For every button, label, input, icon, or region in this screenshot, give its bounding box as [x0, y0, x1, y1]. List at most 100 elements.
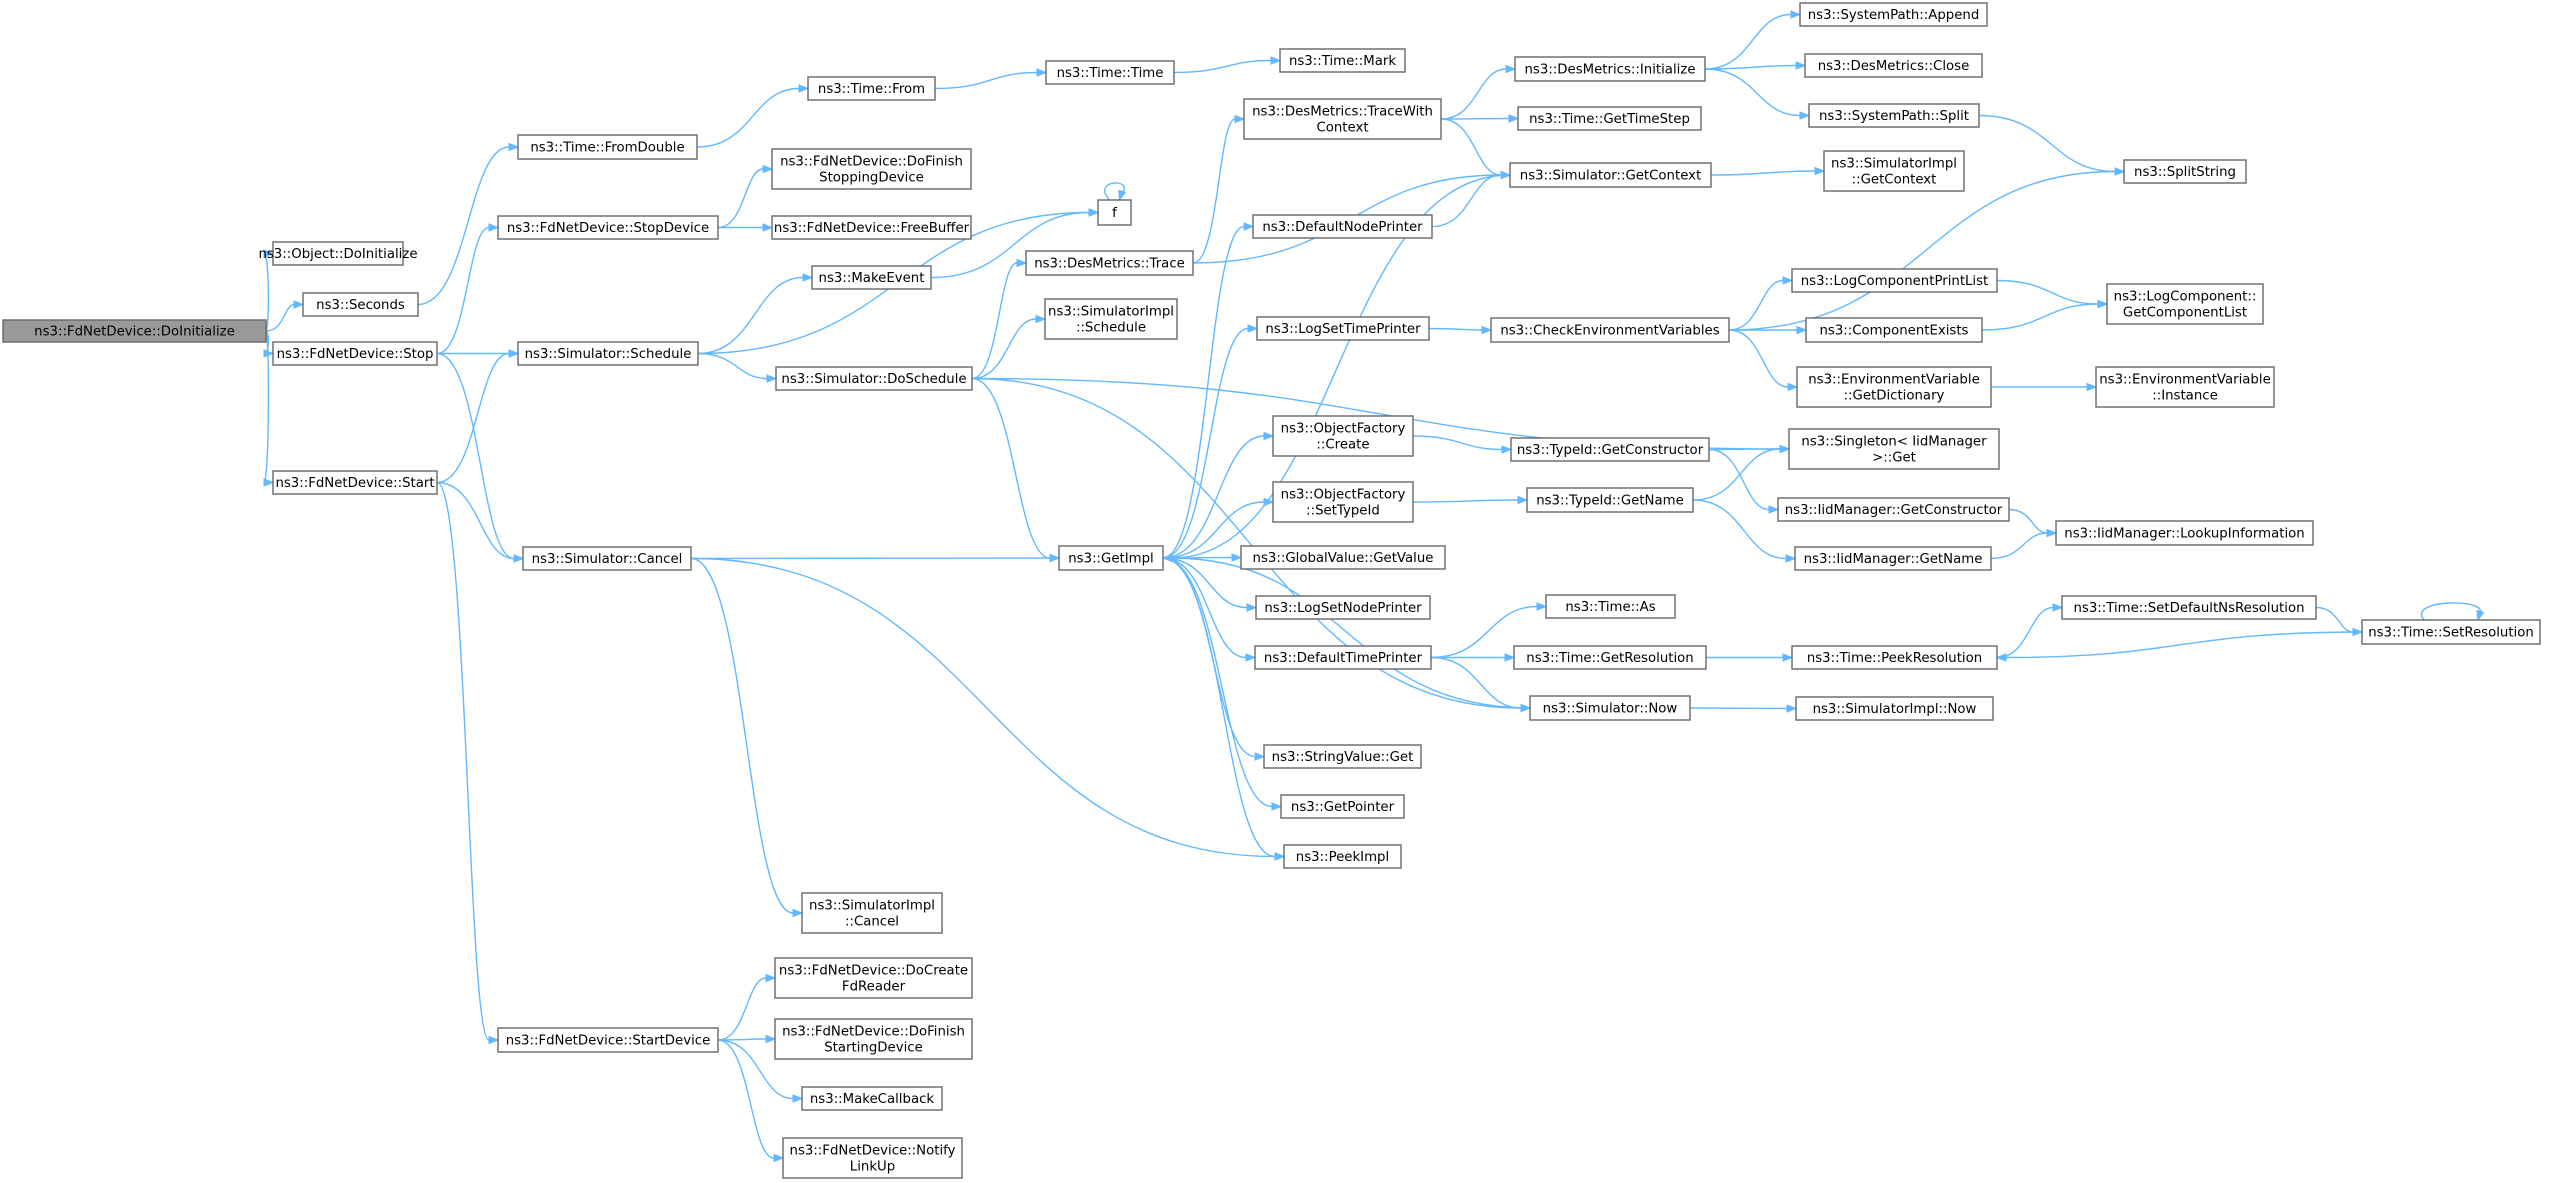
function-node-label: ns3::Time::FromDouble: [530, 141, 684, 156]
function-node-box: [2361, 619, 2541, 645]
function-node-box: [517, 134, 698, 160]
function-node-SimImplCancel[interactable]: ns3::SimulatorImpl::Cancel: [801, 892, 943, 934]
function-node-label: ns3::FdNetDevice::DoFinish: [782, 1025, 965, 1040]
function-node-LogComponentPrintList[interactable]: ns3::LogComponentPrintList: [1791, 268, 1998, 293]
function-node-Cancel[interactable]: ns3::Simulator::Cancel: [522, 546, 692, 571]
call-edge-Schedule-to-DoSchedule: [697, 352, 768, 380]
arrowhead-ObjFactoryCreate-to-TypeIdGetConstructor: [1501, 445, 1513, 454]
function-node-SimImplNow[interactable]: ns3::SimulatorImpl::Now: [1795, 696, 1994, 721]
function-node-box: [1044, 298, 1178, 340]
call-edge-TimeTime-to-TimeMark: [1173, 59, 1272, 74]
function-node-TimeSetResolution[interactable]: ns3::Time::SetResolution: [2361, 619, 2541, 645]
function-node-TimeGetResolution[interactable]: ns3::Time::GetResolution: [1513, 645, 1707, 670]
function-node-DesInitialize[interactable]: ns3::DesMetrics::Initialize: [1514, 56, 1706, 82]
function-node-EnvVarGetDictionary[interactable]: ns3::EnvironmentVariable::GetDictionary: [1796, 366, 1992, 408]
function-node-TimeGetTimeStep[interactable]: ns3::Time::GetTimeStep: [1517, 106, 1702, 131]
arrowhead-GetImpl-to-DefaultNodePrinter: [1243, 222, 1255, 231]
function-node-TimeFrom[interactable]: ns3::Time::From: [807, 76, 936, 101]
function-node-label: ns3::EnvironmentVariable: [2099, 373, 2271, 388]
arrowhead-GetImpl-to-LogSetNodePrinter: [1246, 603, 1258, 612]
function-node-SimImplGetContext[interactable]: ns3::SimulatorImpl::GetContext: [1823, 150, 1965, 192]
function-node-IidLookupInfo[interactable]: ns3::IidManager::LookupInformation: [2055, 520, 2314, 546]
function-node-StartDevice[interactable]: ns3::FdNetDevice::StartDevice: [497, 1027, 719, 1053]
function-node-LogSetTimePrinter[interactable]: ns3::LogSetTimePrinter: [1256, 316, 1430, 341]
function-node-Stop[interactable]: ns3::FdNetDevice::Stop: [272, 341, 438, 366]
function-node-StopDevice[interactable]: ns3::FdNetDevice::StopDevice: [497, 215, 719, 240]
arrowhead-Start-to-Cancel: [513, 554, 525, 563]
function-node-TypeIdGetConstructor[interactable]: ns3::TypeId::GetConstructor: [1510, 437, 1710, 462]
function-node-EnvVarInstance[interactable]: ns3::EnvironmentVariable::Instance: [2095, 366, 2275, 408]
function-node-SysPathAppend[interactable]: ns3::SystemPath::Append: [1799, 2, 1988, 27]
function-node-SimNow[interactable]: ns3::Simulator::Now: [1529, 695, 1691, 721]
function-node-LogSetNodePrinter[interactable]: ns3::LogSetNodePrinter: [1255, 595, 1431, 620]
function-node-Schedule[interactable]: ns3::Simulator::Schedule: [517, 341, 699, 366]
function-node-DesTrace[interactable]: ns3::DesMetrics::Trace: [1025, 250, 1194, 276]
function-node-GetPointer[interactable]: ns3::GetPointer: [1280, 794, 1405, 819]
arrowhead-DefaultTimePrinter-to-TimeAs: [1536, 602, 1548, 611]
function-node-GlobalValueGetValue[interactable]: ns3::GlobalValue::GetValue: [1240, 545, 1446, 570]
function-node-label: ns3::PeekImpl: [1296, 850, 1389, 865]
function-node-ObjFactorySetTypeId[interactable]: ns3::ObjectFactory::SetTypeId: [1272, 481, 1414, 523]
function-node-SimImplSchedule[interactable]: ns3::SimulatorImpl::Schedule: [1044, 298, 1178, 340]
function-node-box: [1097, 199, 1132, 226]
function-node-Start[interactable]: ns3::FdNetDevice::Start: [272, 470, 438, 495]
function-node-label: ns3::LogSetNodePrinter: [1264, 601, 1422, 616]
function-node-ObjFactoryCreate[interactable]: ns3::ObjectFactory::Create: [1272, 415, 1414, 457]
arrowhead-SimNow-to-SimImplNow: [1786, 704, 1798, 713]
function-node-PeekImpl[interactable]: ns3::PeekImpl: [1283, 844, 1402, 869]
function-node-DoInitialize[interactable]: ns3::FdNetDevice::DoInitialize: [2, 319, 267, 343]
function-node-FromDouble[interactable]: ns3::Time::FromDouble: [517, 134, 698, 160]
function-node-label: ns3::Simulator::DoSchedule: [781, 372, 966, 387]
function-node-LogCompGetList[interactable]: ns3::LogComponent::GetComponentList: [2106, 283, 2264, 325]
arrowhead-IidGetName-to-IidLookupInfo: [2046, 528, 2058, 538]
function-node-box: [811, 265, 932, 290]
function-node-TimeSetDefaultNsRes[interactable]: ns3::Time::SetDefaultNsResolution: [2061, 595, 2317, 620]
arrowhead-SimNow-to-GetImpl: [1161, 553, 1173, 563]
function-node-MakeEvent[interactable]: ns3::MakeEvent: [811, 265, 932, 290]
call-edge-IidGetName-to-IidLookupInfo: [1990, 532, 2048, 560]
function-node-GetImpl[interactable]: ns3::GetImpl: [1058, 545, 1164, 571]
function-node-label: LinkUp: [850, 1160, 895, 1175]
function-node-DefaultTimePrinter[interactable]: ns3::DefaultTimePrinter: [1254, 645, 1432, 670]
function-node-box: [1256, 316, 1430, 341]
call-edge-DesInitialize-to-DesClose: [1704, 64, 1797, 70]
function-node-TimeAs[interactable]: ns3::Time::As: [1545, 594, 1676, 619]
function-node-Seconds[interactable]: ns3::Seconds: [302, 292, 419, 317]
call-edge-GetImpl-to-PeekImpl: [1162, 557, 1276, 858]
arrowhead-TypeIdGetName-to-SingletonGet: [1779, 444, 1791, 454]
function-node-SysPathSplit[interactable]: ns3::SystemPath::Split: [1808, 103, 1980, 128]
function-node-MakeCallback[interactable]: ns3::MakeCallback: [801, 1086, 943, 1111]
function-node-box: [1490, 317, 1730, 343]
function-node-DefaultNodePrinter[interactable]: ns3::DefaultNodePrinter: [1252, 214, 1433, 239]
function-node-box: [272, 341, 438, 366]
function-node-StringValueGet[interactable]: ns3::StringValue::Get: [1263, 744, 1422, 769]
function-node-DoSchedule[interactable]: ns3::Simulator::DoSchedule: [775, 366, 973, 391]
function-node-SimGetContext[interactable]: ns3::Simulator::GetContext: [1509, 162, 1712, 188]
call-edge-DesInitialize-to-SysPathSplit: [1704, 68, 1801, 117]
call-edge-DefaultTimePrinter-to-TimeAs: [1430, 605, 1538, 659]
function-node-TimeMark[interactable]: ns3::Time::Mark: [1279, 48, 1406, 73]
function-node-label: ns3::DesMetrics::Close: [1818, 59, 1970, 74]
function-node-SplitString[interactable]: ns3::SplitString: [2123, 159, 2247, 184]
function-node-IidGetName[interactable]: ns3::IidManager::GetName: [1794, 546, 1992, 571]
function-node-ObjectDoInit[interactable]: ns3::Object::DoInitialize: [258, 241, 418, 266]
function-node-TimeTime[interactable]: ns3::Time::Time: [1045, 60, 1175, 85]
function-node-TimePeekResolution[interactable]: ns3::Time::PeekResolution: [1791, 645, 1998, 670]
function-node-IidGetConstructor[interactable]: ns3::IidManager::GetConstructor: [1777, 497, 2010, 522]
function-node-TypeIdGetName[interactable]: ns3::TypeId::GetName: [1526, 487, 1694, 513]
function-node-CheckEnvVars[interactable]: ns3::CheckEnvironmentVariables: [1490, 317, 1730, 343]
function-node-f[interactable]: f: [1097, 199, 1132, 226]
function-node-label: ns3::DesMetrics::Initialize: [1525, 63, 1696, 78]
function-node-SingletonGet[interactable]: ns3::Singleton< IidManager>::Get: [1788, 428, 2000, 470]
call-edge-GetImpl-to-ObjFactoryCreate: [1162, 435, 1265, 559]
function-node-FreeBuffer[interactable]: ns3::FdNetDevice::FreeBuffer: [771, 215, 972, 240]
function-node-ComponentExists[interactable]: ns3::ComponentExists: [1805, 317, 1983, 343]
function-node-DesClose[interactable]: ns3::DesMetrics::Close: [1804, 53, 1983, 78]
function-node-box: [801, 1086, 943, 1111]
arrowhead-StopDevice-to-DoFinishStopping: [762, 164, 774, 174]
